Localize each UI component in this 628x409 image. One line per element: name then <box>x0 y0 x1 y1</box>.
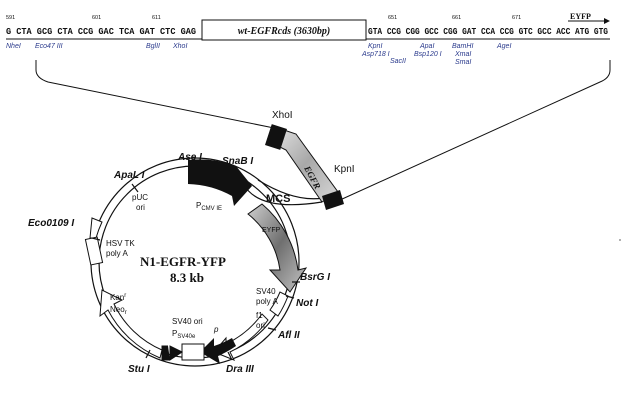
sv40-polya-label-2: poly A <box>256 297 278 306</box>
insert-box <box>201 19 367 41</box>
site-smai: SmaI <box>455 59 471 66</box>
asei-label: Ase I <box>177 152 202 163</box>
snabi-label: SnaB I <box>222 156 253 167</box>
zoom-bracket <box>35 60 611 201</box>
site-bsp120i: Bsp120 I <box>414 51 442 58</box>
insert-label: wt-EGFRcds (3630bp) <box>238 26 331 37</box>
hsvtk-polya-segment <box>84 236 104 266</box>
sv40-polya-label-1: SV40 <box>256 287 276 296</box>
site-bamhi: BamHI <box>452 43 473 50</box>
kpni-site-block <box>322 190 344 210</box>
bracket-right-line <box>339 60 611 201</box>
apali-label: ApaL I <box>113 170 145 181</box>
scan-speck <box>619 239 621 241</box>
psv40-arrow <box>161 345 183 361</box>
f1-ori-label-2: ori <box>256 321 265 330</box>
eyfp-gene-arrow <box>247 203 308 293</box>
site-asp718i: Asp718 I <box>361 51 390 58</box>
tick-601: 601 <box>92 15 101 21</box>
tick-661: 661 <box>452 15 461 21</box>
puc-ori-label-1: pUC <box>132 193 148 202</box>
aflii-label: Afl II <box>277 330 300 341</box>
sequence-left: G CTA GCG CTA CCG GAC TCA GAT CTC GAG <box>6 27 196 37</box>
kanneo-promoter-arrow <box>200 338 236 364</box>
noti-tick <box>285 295 295 299</box>
hsvtk-label-2: poly A <box>106 249 128 258</box>
kan-label: Kanr <box>110 293 126 302</box>
draiii-tick <box>227 351 233 361</box>
plasmid-circle: EGFR XhoI KpnI ApaL I Ase I <box>28 110 355 375</box>
site-bglii: BglII <box>146 43 160 50</box>
eco0109i-tick <box>91 237 101 241</box>
site-xmai: XmaI <box>454 51 471 58</box>
kanneo-resistance-arrow <box>99 289 163 359</box>
tick-591: 591 <box>6 15 15 21</box>
site-apai: ApaI <box>419 43 434 50</box>
f1-ori-label-1: f1 <box>256 311 263 320</box>
eyfp-start-label: EYFP <box>570 12 591 21</box>
sv40-polya-box <box>269 291 289 317</box>
apali-tick <box>131 183 139 193</box>
stui-tick <box>145 349 151 359</box>
pcmv-label: PCMV IE <box>196 201 222 212</box>
bsrgi-label: BsrG I <box>300 272 330 283</box>
psv40-label: PSV40e <box>172 329 196 340</box>
kpni-label: KpnI <box>334 164 355 175</box>
site-sacii: SacII <box>390 58 406 65</box>
eyfp-start-arrow-icon <box>604 18 610 24</box>
site-kpni-seq: KpnI <box>368 43 382 50</box>
site-nhei: NheI <box>6 43 21 50</box>
pcmv-promoter-arrow <box>188 159 252 206</box>
site-eco47iii: Eco47 III <box>35 43 63 50</box>
plasmid-size: 8.3 kb <box>170 270 204 285</box>
aflii-tick <box>267 327 277 331</box>
site-xhoi-seq: XhoI <box>172 43 187 50</box>
mcs-label: MCS <box>266 193 290 205</box>
tick-611: 611 <box>152 15 161 21</box>
plasmid-name: N1-EGFR-YFP <box>140 254 226 269</box>
stui-label: Stu I <box>128 364 150 375</box>
tick-671: 671 <box>512 15 521 21</box>
sv40-ori-label: SV40 ori <box>172 317 203 326</box>
tick-651: 651 <box>388 15 397 21</box>
p-small-label: p <box>213 325 219 334</box>
hsvtk-polya-box <box>89 217 103 239</box>
eyfp-label: EYFP <box>262 227 281 234</box>
sv40-early-segment <box>181 343 205 361</box>
noti-label: Not I <box>296 298 318 309</box>
neo-label: Neor <box>110 305 127 316</box>
bracket-left-line <box>35 60 275 129</box>
site-agei: AgeI <box>496 43 511 50</box>
sequence-right: GTA CCG CGG GCC CGG GAT CCA CCG GTC GCC … <box>368 27 608 37</box>
xhoi-label: XhoI <box>272 110 293 121</box>
draiii-label: Dra III <box>226 364 254 375</box>
puc-ori-label-2: ori <box>136 203 145 212</box>
sequence-strip: 591 601 611 651 661 671 G CTA GCG CTA CC… <box>6 12 610 66</box>
eco0109i-label: Eco0109 I <box>28 218 74 229</box>
hsvtk-label-1: HSV TK <box>106 239 135 248</box>
xhoi-site-block <box>264 124 288 150</box>
